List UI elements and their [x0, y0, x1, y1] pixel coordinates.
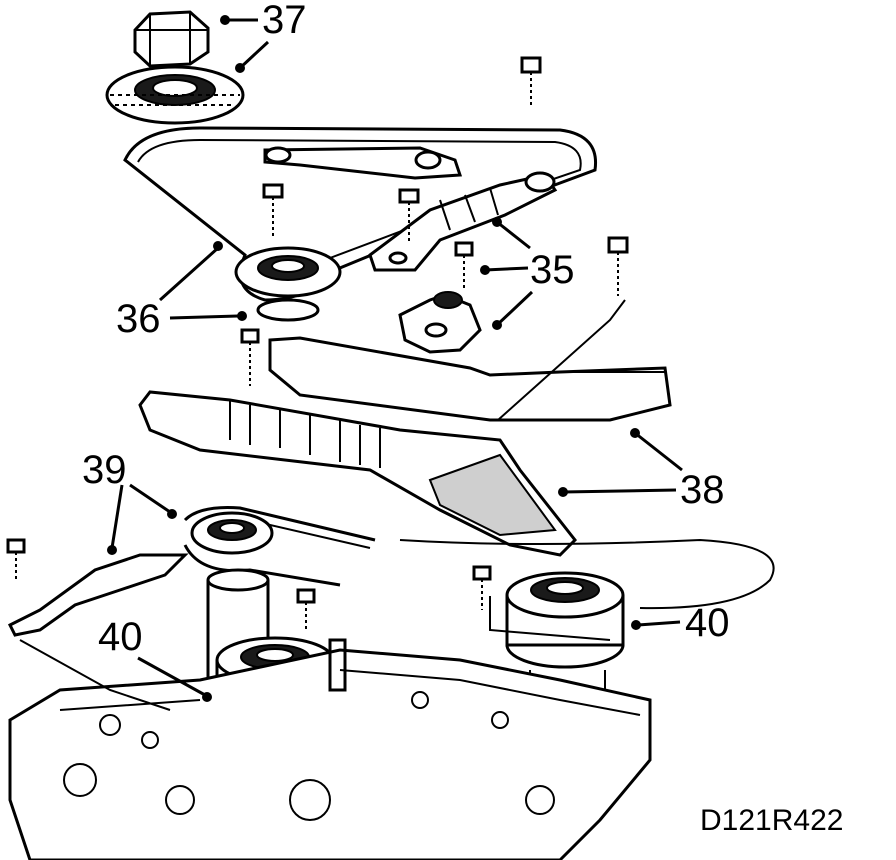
- lower-drive-sprocket: [190, 511, 274, 555]
- balance-shaft-sprocket-right: [505, 571, 625, 701]
- callout-37: 37: [262, 0, 307, 42]
- bolt: [6, 538, 26, 582]
- bolt: [398, 188, 420, 243]
- upper-chain-guide: [263, 146, 463, 180]
- camshaft-sprocket-upper: [105, 65, 245, 125]
- bolt: [520, 56, 542, 108]
- bolt: [607, 236, 629, 296]
- engine-block: [8, 638, 652, 860]
- oil-feed-line: [399, 538, 775, 610]
- chain-tensioner: [398, 291, 482, 354]
- bolt: [296, 588, 316, 632]
- intermediate-sprocket: [234, 246, 342, 322]
- bolt: [454, 241, 474, 288]
- bolt: [262, 183, 284, 238]
- lower-tensioner-rail: [268, 336, 672, 422]
- callout-38: 38: [680, 468, 725, 512]
- bolt: [472, 565, 492, 610]
- camshaft-nut: [133, 10, 210, 68]
- drawing-code: D121R422: [700, 804, 843, 837]
- chain-guide-bracket: [7, 553, 189, 637]
- callout-40-right: 40: [685, 601, 730, 645]
- callout-39: 39: [82, 448, 127, 492]
- bolt: [240, 328, 260, 386]
- callout-36: 36: [116, 297, 161, 341]
- lower-chain-guide: [138, 390, 578, 557]
- chain-tensioner-arm: [368, 171, 558, 272]
- callout-40-left: 40: [98, 615, 143, 659]
- leader-lines: [19, 15, 683, 711]
- callout-35: 35: [530, 248, 575, 292]
